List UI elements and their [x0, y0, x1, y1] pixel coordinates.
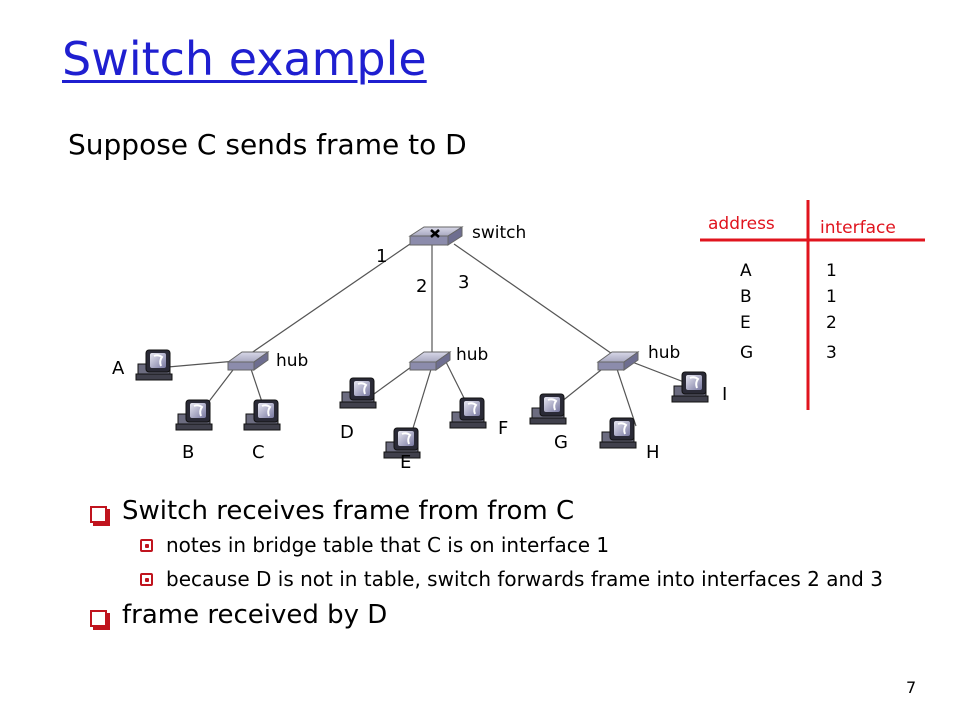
sub-bullet-text: notes in bridge table that C is on inter… [166, 533, 610, 557]
hub-node [408, 351, 452, 371]
table-header-interface: interface [820, 218, 896, 238]
host-computer-icon [599, 417, 637, 449]
switch-table: address interface A B E G 1 1 2 3 [700, 200, 925, 410]
host-label-e: E [400, 452, 411, 473]
sub-bullet-marker [140, 539, 153, 552]
table-cell-address: E [740, 313, 751, 333]
switch-node [408, 226, 464, 246]
host-computer-icon [135, 349, 173, 381]
sub-bullet-item: because D is not in table, switch forwar… [140, 566, 890, 592]
table-cell-address: G [740, 343, 753, 363]
page-number: 7 [906, 678, 917, 697]
host-label-f: F [498, 418, 508, 439]
host-computer-icon [243, 399, 281, 431]
interface-1-label: 1 [376, 246, 387, 267]
host-label-i: I [722, 384, 727, 405]
table-cell-interface: 2 [826, 313, 837, 333]
table-cell-address: B [740, 287, 752, 307]
hub-node [596, 351, 640, 371]
table-cell-interface: 3 [826, 343, 837, 363]
switch-label: switch [472, 223, 526, 243]
slide-subtitle: Suppose C sends frame to D [68, 128, 467, 161]
hub-node [226, 351, 270, 371]
host-computer-icon [671, 371, 709, 403]
bullet-marker [90, 506, 107, 523]
host-label-g: G [554, 432, 568, 453]
bullet-list: Switch receives frame from from C notes … [90, 496, 890, 636]
table-cell-interface: 1 [826, 287, 837, 307]
bullet-text: frame received by D [122, 600, 388, 630]
host-label-a: A [112, 358, 125, 379]
hub-label: hub [276, 351, 308, 371]
host-label-d: D [340, 422, 354, 443]
bullet-marker [90, 610, 107, 627]
sub-bullet-item: notes in bridge table that C is on inter… [140, 532, 890, 558]
table-header-address: address [708, 214, 775, 234]
sub-bullet-marker [140, 573, 153, 586]
host-label-h: H [646, 442, 660, 463]
hub-label: hub [648, 343, 680, 363]
host-computer-icon [449, 397, 487, 429]
table-cell-address: A [740, 261, 752, 281]
host-computer-icon [175, 399, 213, 431]
bullet-item: Switch receives frame from from C [90, 496, 890, 526]
links [167, 243, 685, 439]
interface-2-label: 2 [416, 276, 427, 297]
bullet-item: frame received by D [90, 600, 890, 630]
slide-title: Switch example [62, 32, 427, 86]
host-label-b: B [182, 442, 194, 463]
host-computer-icon [529, 393, 567, 425]
table-cell-interface: 1 [826, 261, 837, 281]
hub-label: hub [456, 345, 488, 365]
sub-bullet-text: because D is not in table, switch forwar… [166, 567, 883, 591]
host-computer-icon [339, 377, 377, 409]
bullet-text: Switch receives frame from from C [122, 496, 575, 526]
host-label-c: C [252, 442, 265, 463]
interface-3-label: 3 [458, 272, 469, 293]
